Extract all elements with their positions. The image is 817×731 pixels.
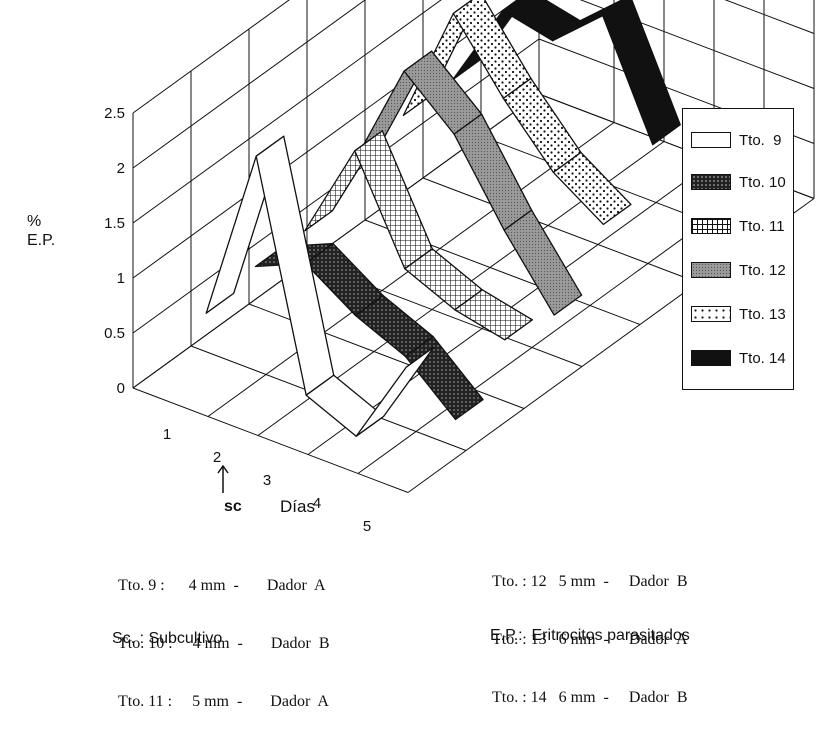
left-wall-gridline: [132, 0, 366, 169]
ribbon-chart: 0 0.5 1 1.5 2 2.5 1 2 3 4 5: [104, 0, 815, 535]
ribbon-segment: [404, 335, 484, 421]
treatment-note: Tto. : 12 5 mm - Dador B: [492, 573, 688, 590]
y-tick-label: 2: [117, 160, 125, 177]
treatment-note: Tto. 10 : 4 mm - Dador B: [118, 635, 330, 652]
legend-label: Tto. 14: [739, 349, 786, 367]
treatment-note: Tto. : 13 6 mm - Dador A: [492, 631, 688, 648]
treatment-note: Tto. : 14 6 mm - Dador B: [492, 689, 688, 706]
legend-label: Tto. 9: [739, 131, 782, 149]
x-axis-label: Días: [280, 497, 315, 516]
ribbon-1: [205, 135, 435, 437]
legend: Tto. 9 Tto. 10 Tto. 11 Tto. 12 Tto. 13 T…: [682, 108, 794, 390]
y-tick-label: 2.5: [104, 105, 125, 122]
ribbon-segment: [355, 346, 435, 437]
ribbon-segment: [502, 77, 582, 174]
floor-gridline: [422, 177, 699, 283]
treatment-note: Tto. 11 : 5 mm - Dador A: [118, 693, 329, 710]
y-tick-label: 1.5: [104, 215, 125, 232]
legend-swatch: [691, 262, 731, 278]
legend-swatch: [691, 306, 731, 322]
y-axis-label-line-1: %: [27, 213, 42, 230]
subculture-marker-label: sc: [224, 498, 242, 515]
x-tick-label: 4: [313, 495, 321, 512]
x-tick-label: 2: [213, 449, 221, 466]
ribbon-segment: [503, 209, 583, 316]
x-tick-label: 3: [263, 472, 271, 489]
back-wall-gridline: [579, 0, 815, 89]
legend-item-tto-14: Tto. 14: [691, 347, 786, 369]
floor-gridline: [132, 387, 409, 493]
ribbon-segment: [602, 0, 681, 146]
legend-swatch: [691, 132, 731, 148]
ribbon-4: [353, 50, 583, 316]
ribbon-segment: [502, 0, 581, 42]
ribbon-segment: [354, 130, 433, 270]
legend-label: Tto. 12: [739, 261, 786, 279]
ribbon-3: [304, 130, 533, 341]
ribbon-segment: [552, 0, 626, 42]
y-tick-label: 0: [117, 380, 125, 397]
legend-item-tto-11: Tto. 11: [691, 215, 785, 237]
back-wall-gridline: [724, 0, 815, 34]
ribbon-segment: [552, 151, 632, 226]
legend-item-tto-13: Tto. 13: [691, 303, 786, 325]
ribbon-segment: [453, 113, 533, 231]
legend-item-tto-10: Tto. 10: [691, 171, 786, 193]
treatment-note: Tto. 9 : 4 mm - Dador A: [118, 577, 326, 594]
footnote-subculture: Sc. : Subcultivo: [112, 630, 223, 647]
legend-item-tto-12: Tto. 12: [691, 259, 786, 281]
ribbon-segment: [454, 289, 533, 341]
legend-item-tto-9: Tto. 9: [691, 129, 782, 151]
footnote-parasitized: E.P.: Eritrocitos parasitados: [490, 627, 690, 644]
y-axis-label-line-2: E.P.: [27, 232, 56, 249]
x-tick-label: 1: [163, 426, 171, 443]
arrow-up-icon: [217, 464, 229, 493]
legend-swatch: [691, 218, 731, 234]
y-tick-label: 0.5: [104, 325, 125, 342]
left-wall-gridline: [132, 0, 442, 224]
y-axis-label: % E.P.: [27, 212, 55, 250]
legend-swatch: [691, 174, 731, 190]
legend-label: Tto. 11: [739, 217, 785, 235]
left-wall-gridline: [132, 0, 290, 114]
x-tick-label: 5: [363, 518, 371, 535]
y-tick-label: 1: [117, 270, 125, 287]
legend-swatch: [691, 350, 731, 366]
legend-label: Tto. 10: [739, 173, 786, 191]
legend-label: Tto. 13: [739, 305, 786, 323]
